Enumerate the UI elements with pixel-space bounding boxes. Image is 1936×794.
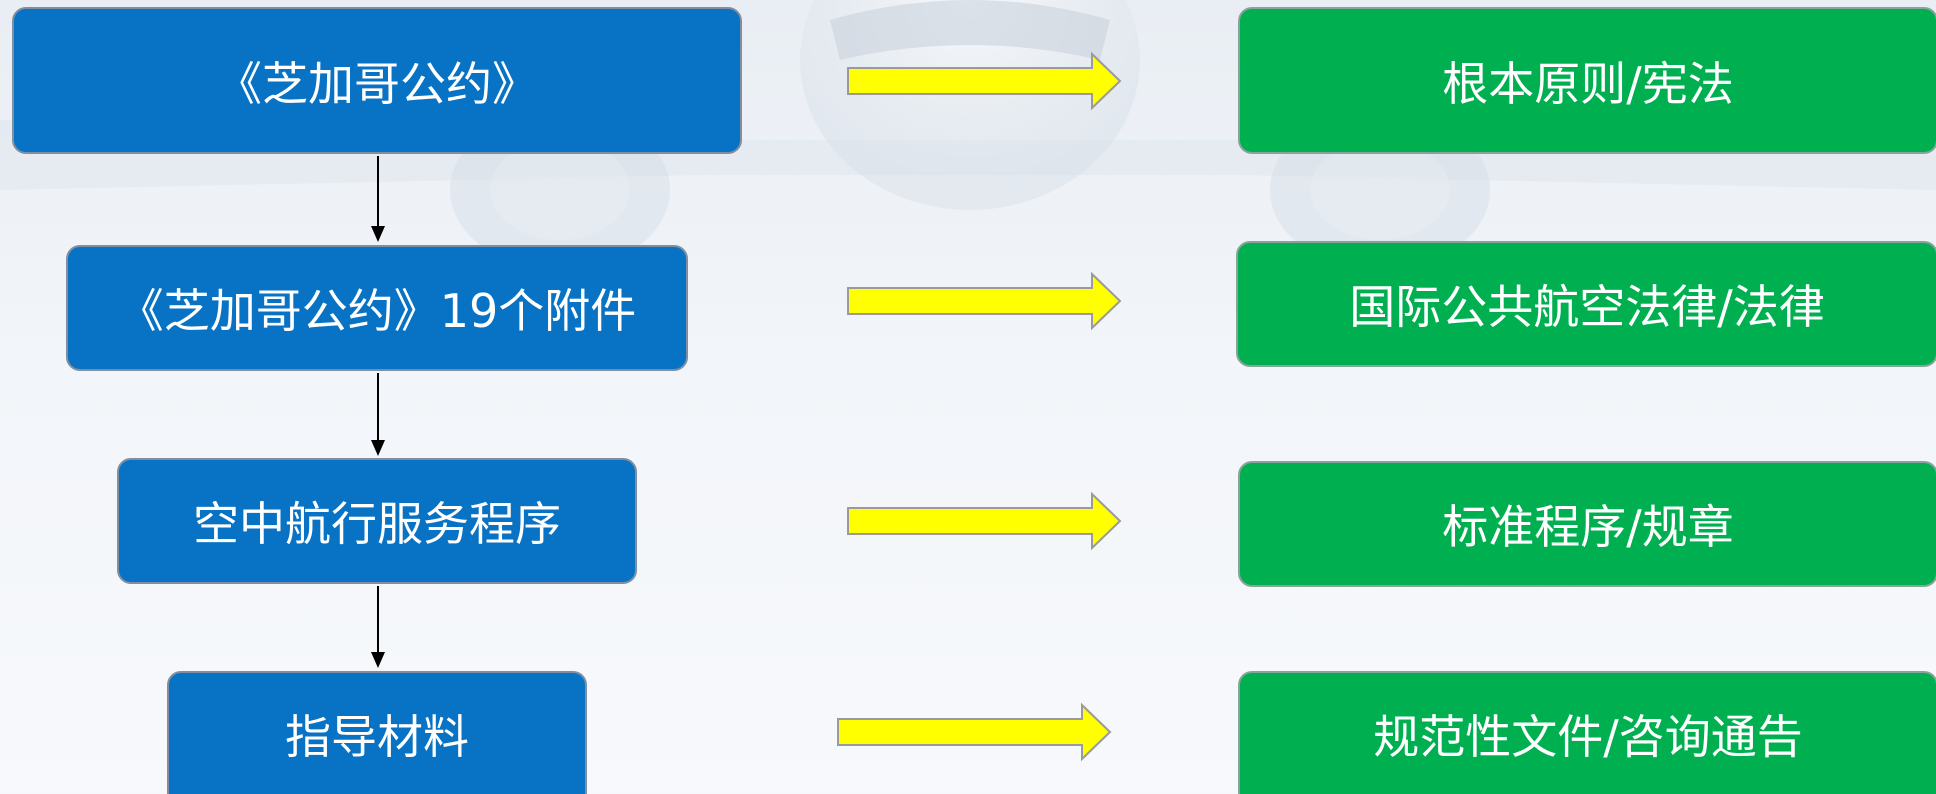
annexes-box: 《芝加哥公约》19个附件: [66, 245, 688, 371]
down-arrow-icon: [371, 373, 385, 456]
right-arrow-icon: [847, 51, 1122, 111]
annexes-label: 《芝加哥公约》19个附件: [117, 284, 637, 338]
international-law-label: 国际公共航空法律/法律: [1349, 280, 1825, 334]
international-law-box: 国际公共航空法律/法律: [1236, 241, 1936, 367]
standard-procedures-box: 标准程序/规章: [1238, 461, 1936, 587]
normative-documents-label: 规范性文件/咨询通告: [1373, 710, 1803, 764]
fundamental-principles-label: 根本原则/宪法: [1442, 56, 1734, 111]
down-arrow-icon: [371, 586, 385, 668]
right-arrow-icon: [847, 491, 1122, 551]
pans-box: 空中航行服务程序: [117, 458, 637, 584]
normative-documents-box: 规范性文件/咨询通告: [1238, 671, 1936, 794]
right-arrow-icon: [847, 271, 1122, 331]
fundamental-principles-box: 根本原则/宪法: [1238, 7, 1936, 154]
guidance-material-label: 指导材料: [285, 710, 469, 764]
standard-procedures-label: 标准程序/规章: [1442, 500, 1734, 554]
pans-label: 空中航行服务程序: [193, 497, 561, 551]
convention-label: 《芝加哥公约》: [216, 56, 538, 111]
down-arrow-icon: [371, 156, 385, 242]
right-arrow-icon: [837, 702, 1112, 762]
guidance-material-box: 指导材料: [167, 671, 587, 794]
convention-box: 《芝加哥公约》: [12, 7, 742, 154]
